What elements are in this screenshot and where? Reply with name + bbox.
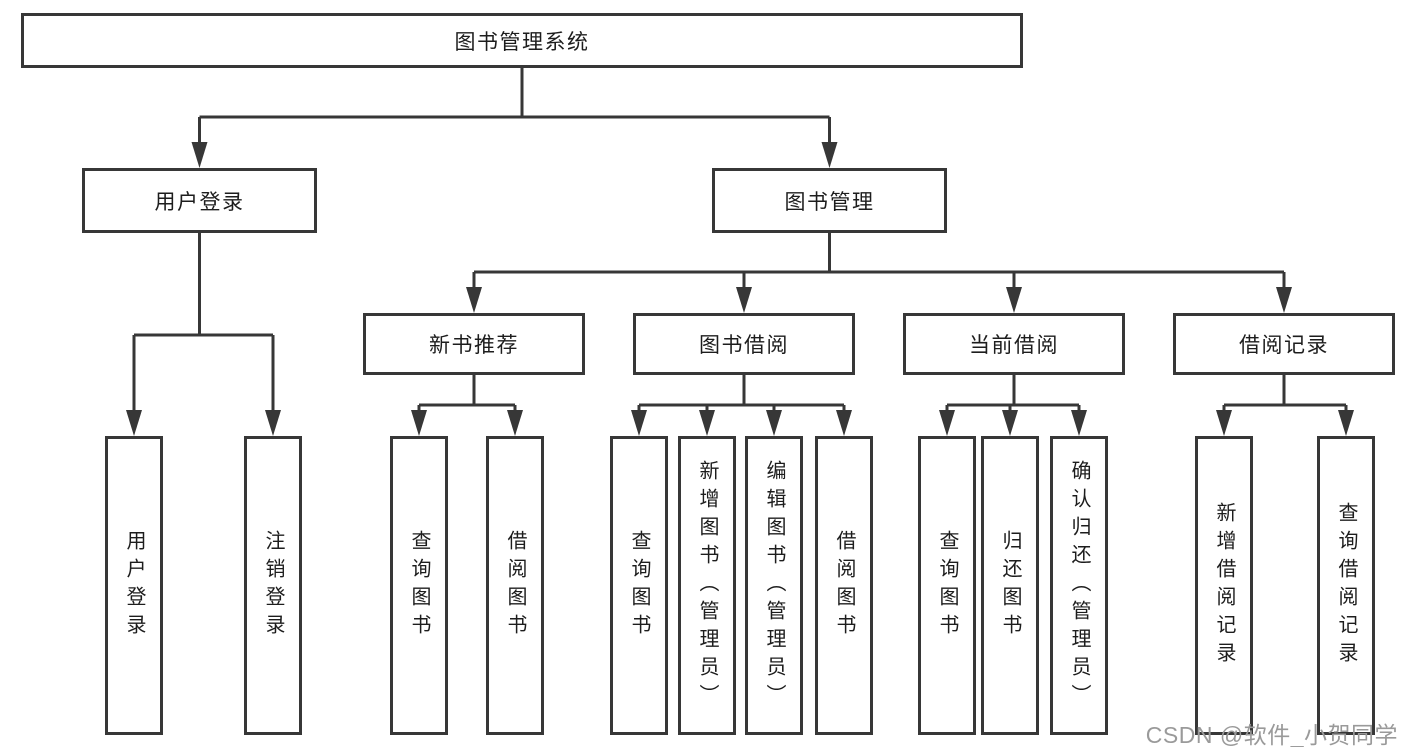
leaf-borrow-books-recommend: 借阅图书 — [486, 436, 544, 735]
leaf-return-book: 归还图书 — [981, 436, 1039, 735]
leaf-logout: 注销登录 — [244, 436, 302, 735]
watermark: CSDN @软件_小贺同学 — [1145, 722, 1398, 747]
node-borrow-records: 借阅记录 — [1173, 313, 1395, 375]
leaf-borrow-books: 借阅图书 — [815, 436, 873, 735]
node-book-management: 图书管理 — [712, 168, 947, 233]
arrowheads — [126, 142, 1354, 436]
node-new-book-recommend: 新书推荐 — [363, 313, 585, 375]
node-root: 图书管理系统 — [21, 13, 1023, 68]
leaf-query-borrow-record: 查询借阅记录 — [1317, 436, 1375, 735]
node-book-borrow: 图书借阅 — [633, 313, 855, 375]
leaf-query-books-recommend: 查询图书 — [390, 436, 448, 735]
leaf-user-login: 用户登录 — [105, 436, 163, 735]
leaf-edit-book-admin: 编辑图书（管理员） — [745, 436, 803, 735]
leaf-query-books-borrow: 查询图书 — [610, 436, 668, 735]
leaf-query-books-current: 查询图书 — [918, 436, 976, 735]
node-user-login: 用户登录 — [82, 168, 317, 233]
node-current-borrow: 当前借阅 — [903, 313, 1125, 375]
leaf-add-book-admin: 新增图书（管理员） — [678, 436, 736, 735]
leaf-add-borrow-record: 新增借阅记录 — [1195, 436, 1253, 735]
leaf-confirm-return-admin: 确认归还（管理员） — [1050, 436, 1108, 735]
